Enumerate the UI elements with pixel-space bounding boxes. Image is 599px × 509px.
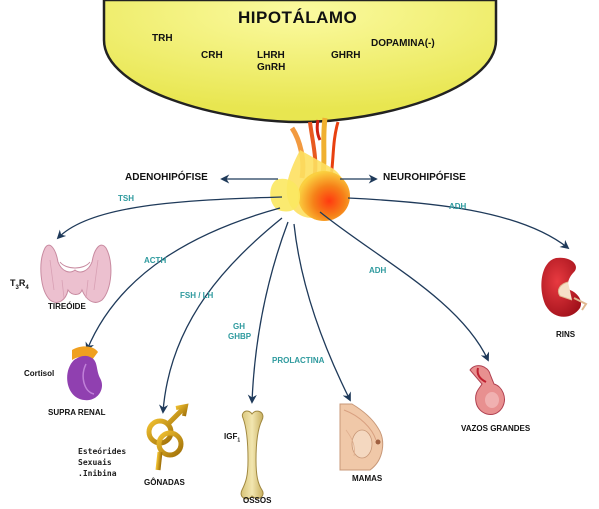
breast-illustration xyxy=(339,403,384,471)
label-ossos: OSSOS xyxy=(243,496,272,505)
hormone-dopamina: DOPAMINA(-) xyxy=(371,38,435,49)
label-tireoide: TIREÓIDE xyxy=(48,302,86,311)
hypothalamus-shape xyxy=(102,0,498,124)
hypothalamus-title: HIPOTÁLAMO xyxy=(238,8,358,27)
label-adh-kidney: ADH xyxy=(449,202,467,211)
hormone-trh: TRH xyxy=(152,33,173,44)
adrenal-illustration xyxy=(67,346,103,401)
arrow-adh-kidney xyxy=(347,197,570,250)
label-fsh-lh: FSH / LH xyxy=(180,291,214,300)
arrow-fsh-lh xyxy=(159,217,283,414)
label-adh-vessels: ADH xyxy=(369,266,387,275)
bone-secretion: IGF1 xyxy=(224,432,241,444)
gonad-secretion-3: .Inibina xyxy=(78,469,117,478)
adrenal-secretion: Cortisol xyxy=(24,369,55,378)
label-gh: GH xyxy=(233,322,245,331)
arrow-prolactina xyxy=(293,223,351,402)
label-acth: ACTH xyxy=(144,256,167,265)
hormone-ghrh: GHRH xyxy=(331,50,361,61)
gonad-secretion-1: Esteórides xyxy=(78,447,127,456)
label-supra-renal: SUPRA RENAL xyxy=(48,408,106,417)
label-mamas: MAMAS xyxy=(352,474,383,483)
thyroid-secretion: T3R4 xyxy=(10,278,29,291)
pituitary-gland xyxy=(270,117,350,221)
label-rins: RINS xyxy=(556,330,576,339)
label-tsh: TSH xyxy=(118,194,134,203)
label-gonadas: GÔNADAS xyxy=(144,478,185,487)
gonad-symbols-icon xyxy=(146,403,189,471)
neurohipofise-label: NEUROHIPÓFISE xyxy=(383,172,466,183)
bone-illustration xyxy=(240,410,264,500)
hormone-crh: CRH xyxy=(201,50,223,61)
vessels-illustration xyxy=(469,365,505,416)
thyroid-illustration xyxy=(40,244,112,303)
label-vazos-grandes: VAZOS GRANDES xyxy=(461,424,531,433)
label-prolactina: PROLACTINA xyxy=(272,356,325,365)
arrow-tsh xyxy=(56,196,283,240)
hormone-gnrh: GnRH xyxy=(257,62,286,73)
arrow-acth xyxy=(85,207,281,352)
hormone-lhrh: LHRH xyxy=(257,50,285,61)
arrow-gh xyxy=(247,221,289,404)
label-ghbp: GHBP xyxy=(228,332,252,341)
gonad-secretion-2: Sexuais xyxy=(78,458,112,467)
kidney-illustration xyxy=(541,257,588,317)
arrow-adh-vessels xyxy=(319,211,490,362)
adenohipofise-label: ADENOHIPÓFISE xyxy=(125,172,208,183)
